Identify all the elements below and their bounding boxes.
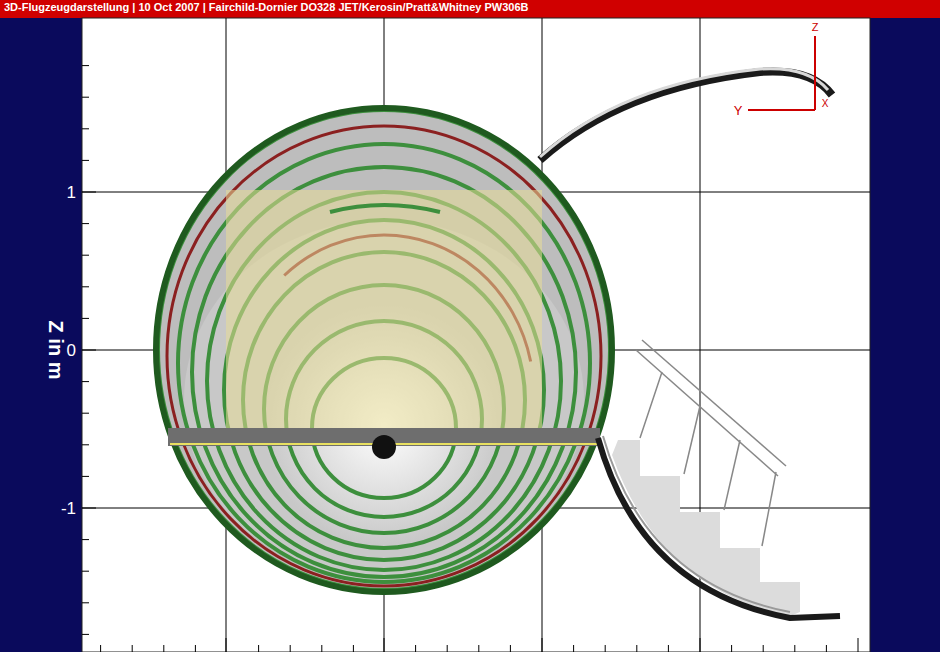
rail [642,340,786,466]
lower-door [598,438,840,618]
frame [158,110,610,590]
title-bar [0,0,940,18]
label-text: 1 [67,183,76,202]
rail [636,350,778,476]
tick-label: -1 [61,500,76,517]
label-text: 0 [67,341,76,360]
plot-area [82,18,870,652]
axis-ticks [82,66,858,652]
title-bar-text: 3D-Flugzeugdarstellung | 10 Oct 2007 | F… [4,2,529,13]
z-axis [814,36,816,110]
axis-name: Y [734,104,743,117]
label-text: -1 [61,499,76,518]
axis-indicator [748,36,815,110]
reference-point [372,435,396,459]
red-frames [167,126,601,586]
frame [178,144,590,582]
frames [158,110,610,590]
fuselage-outline [156,108,612,592]
handrail [636,340,786,546]
post [762,472,776,546]
y-axis [748,109,815,111]
post [684,406,700,474]
label-text: Z in m [45,321,67,380]
frame [167,126,601,586]
fuselage-skin [156,108,612,592]
axis-name: Z [812,22,819,33]
tick-label: 0 [67,342,76,359]
axis-name: X [822,99,829,109]
frame [330,205,440,212]
grid [82,18,870,652]
upper-door-edge [540,69,828,157]
label-text: Y [734,103,743,118]
tick-label: 1 [67,184,76,201]
cabin [226,190,542,430]
label-text: X [822,98,829,109]
upper-door [540,71,832,160]
frame [192,167,576,577]
post [724,440,740,510]
axis-title: Z in m [46,321,66,380]
title-text: 3D-Flugzeugdarstellung | 10 Oct 2007 | F… [4,1,529,13]
post [640,372,662,438]
label-text: Z [812,21,819,33]
